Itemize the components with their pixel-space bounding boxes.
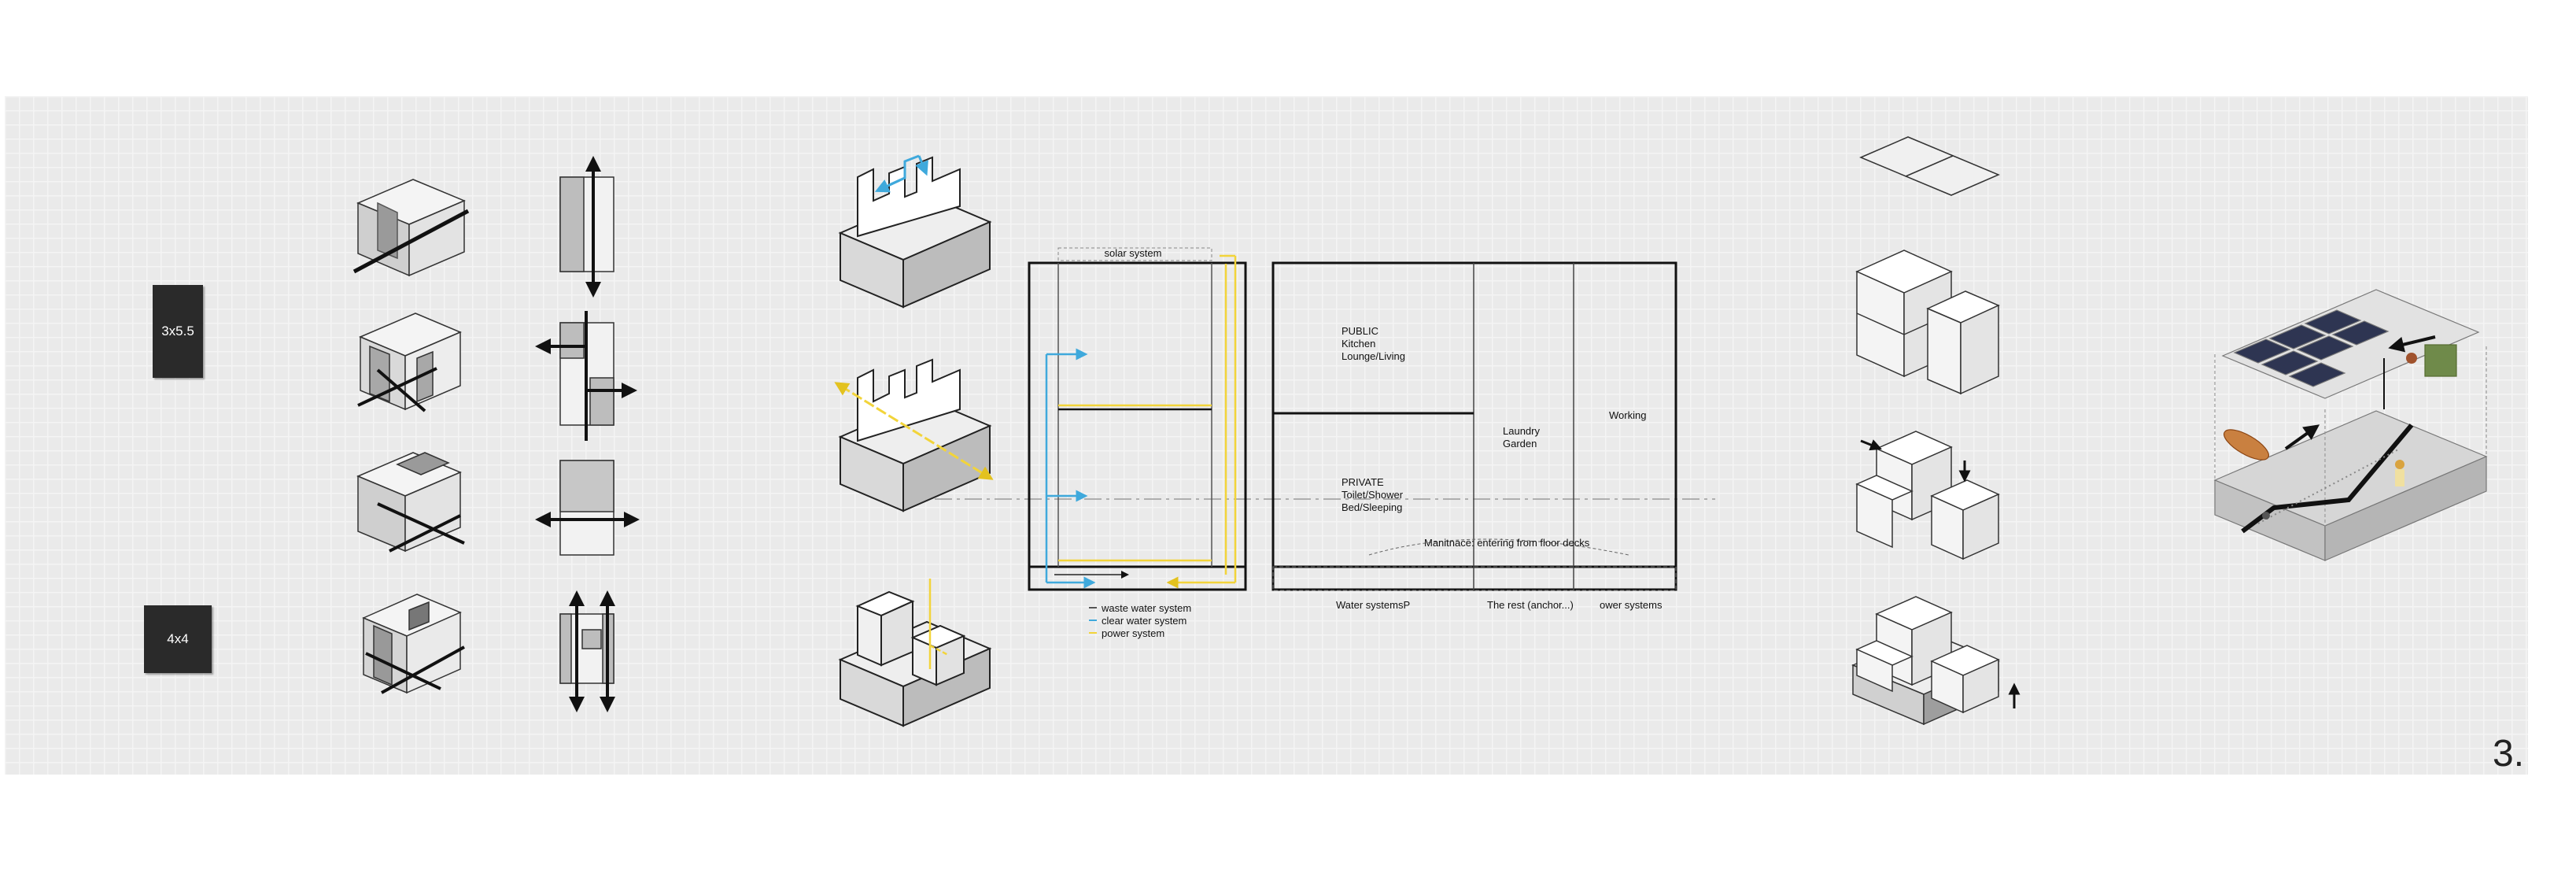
plan-variant-3 xyxy=(535,460,640,556)
zone-public-kitchen: Kitchen xyxy=(1342,338,1375,350)
zoning-plan: PUBLIC Kitchen Lounge/Living PRIVATE Toi… xyxy=(1271,261,1677,611)
base-label-water: Water systemsP xyxy=(1336,599,1410,611)
iso-system-power xyxy=(834,358,994,512)
iso-variant-1 xyxy=(352,179,470,277)
iso-system-clear-water xyxy=(838,154,992,309)
zone-public-lounge: Lounge/Living xyxy=(1342,350,1405,362)
assembly-step-2 xyxy=(1855,250,2000,395)
maintenance-note: Manitnace: entering from floor decks xyxy=(1424,537,1590,549)
legend-power: power system xyxy=(1102,627,1164,639)
zone-private-toilet: Toilet/Shower xyxy=(1342,489,1404,501)
zone-private-bed: Bed/Sleeping xyxy=(1342,501,1402,513)
iso-variant-4 xyxy=(362,594,465,694)
axonometric-rendering xyxy=(2213,289,2488,561)
zone-public-title: PUBLIC xyxy=(1342,325,1378,337)
legend-clear-water: clear water system xyxy=(1102,615,1187,627)
iso-system-waste xyxy=(838,579,992,727)
assembly-step-3 xyxy=(1855,431,2000,560)
module-size-label: 3x5.5 xyxy=(161,324,194,338)
base-label-rest: The rest (anchor...) xyxy=(1487,599,1574,611)
base-label-power: ower systems xyxy=(1600,599,1663,611)
zone-working: Working xyxy=(1609,409,1646,421)
iso-variant-2 xyxy=(357,313,462,412)
zone-garden: Garden xyxy=(1503,438,1537,449)
zone-private-title: PRIVATE xyxy=(1342,476,1384,488)
systems-plan: solar system waste water system clear wa… xyxy=(1028,247,1247,639)
module-tile-3x5-5: 3x5.5 xyxy=(153,285,203,378)
systems-legend: waste water system clear water system po… xyxy=(1089,602,1191,639)
page-number: 3. xyxy=(2493,733,2525,775)
module-tile-4x4: 4x4 xyxy=(144,605,212,673)
module-size-label: 4x4 xyxy=(167,631,189,646)
solar-system-label: solar system xyxy=(1105,247,1162,259)
legend-waste-water: waste water system xyxy=(1101,602,1191,614)
zone-laundry: Laundry xyxy=(1503,425,1540,437)
assembly-step-4 xyxy=(1851,596,2021,726)
assembly-step-1 xyxy=(1859,136,2000,196)
iso-variant-3 xyxy=(356,452,465,553)
plan-variant-4 xyxy=(559,590,615,712)
plan-variant-1 xyxy=(559,156,614,298)
plan-variant-2 xyxy=(535,311,637,441)
